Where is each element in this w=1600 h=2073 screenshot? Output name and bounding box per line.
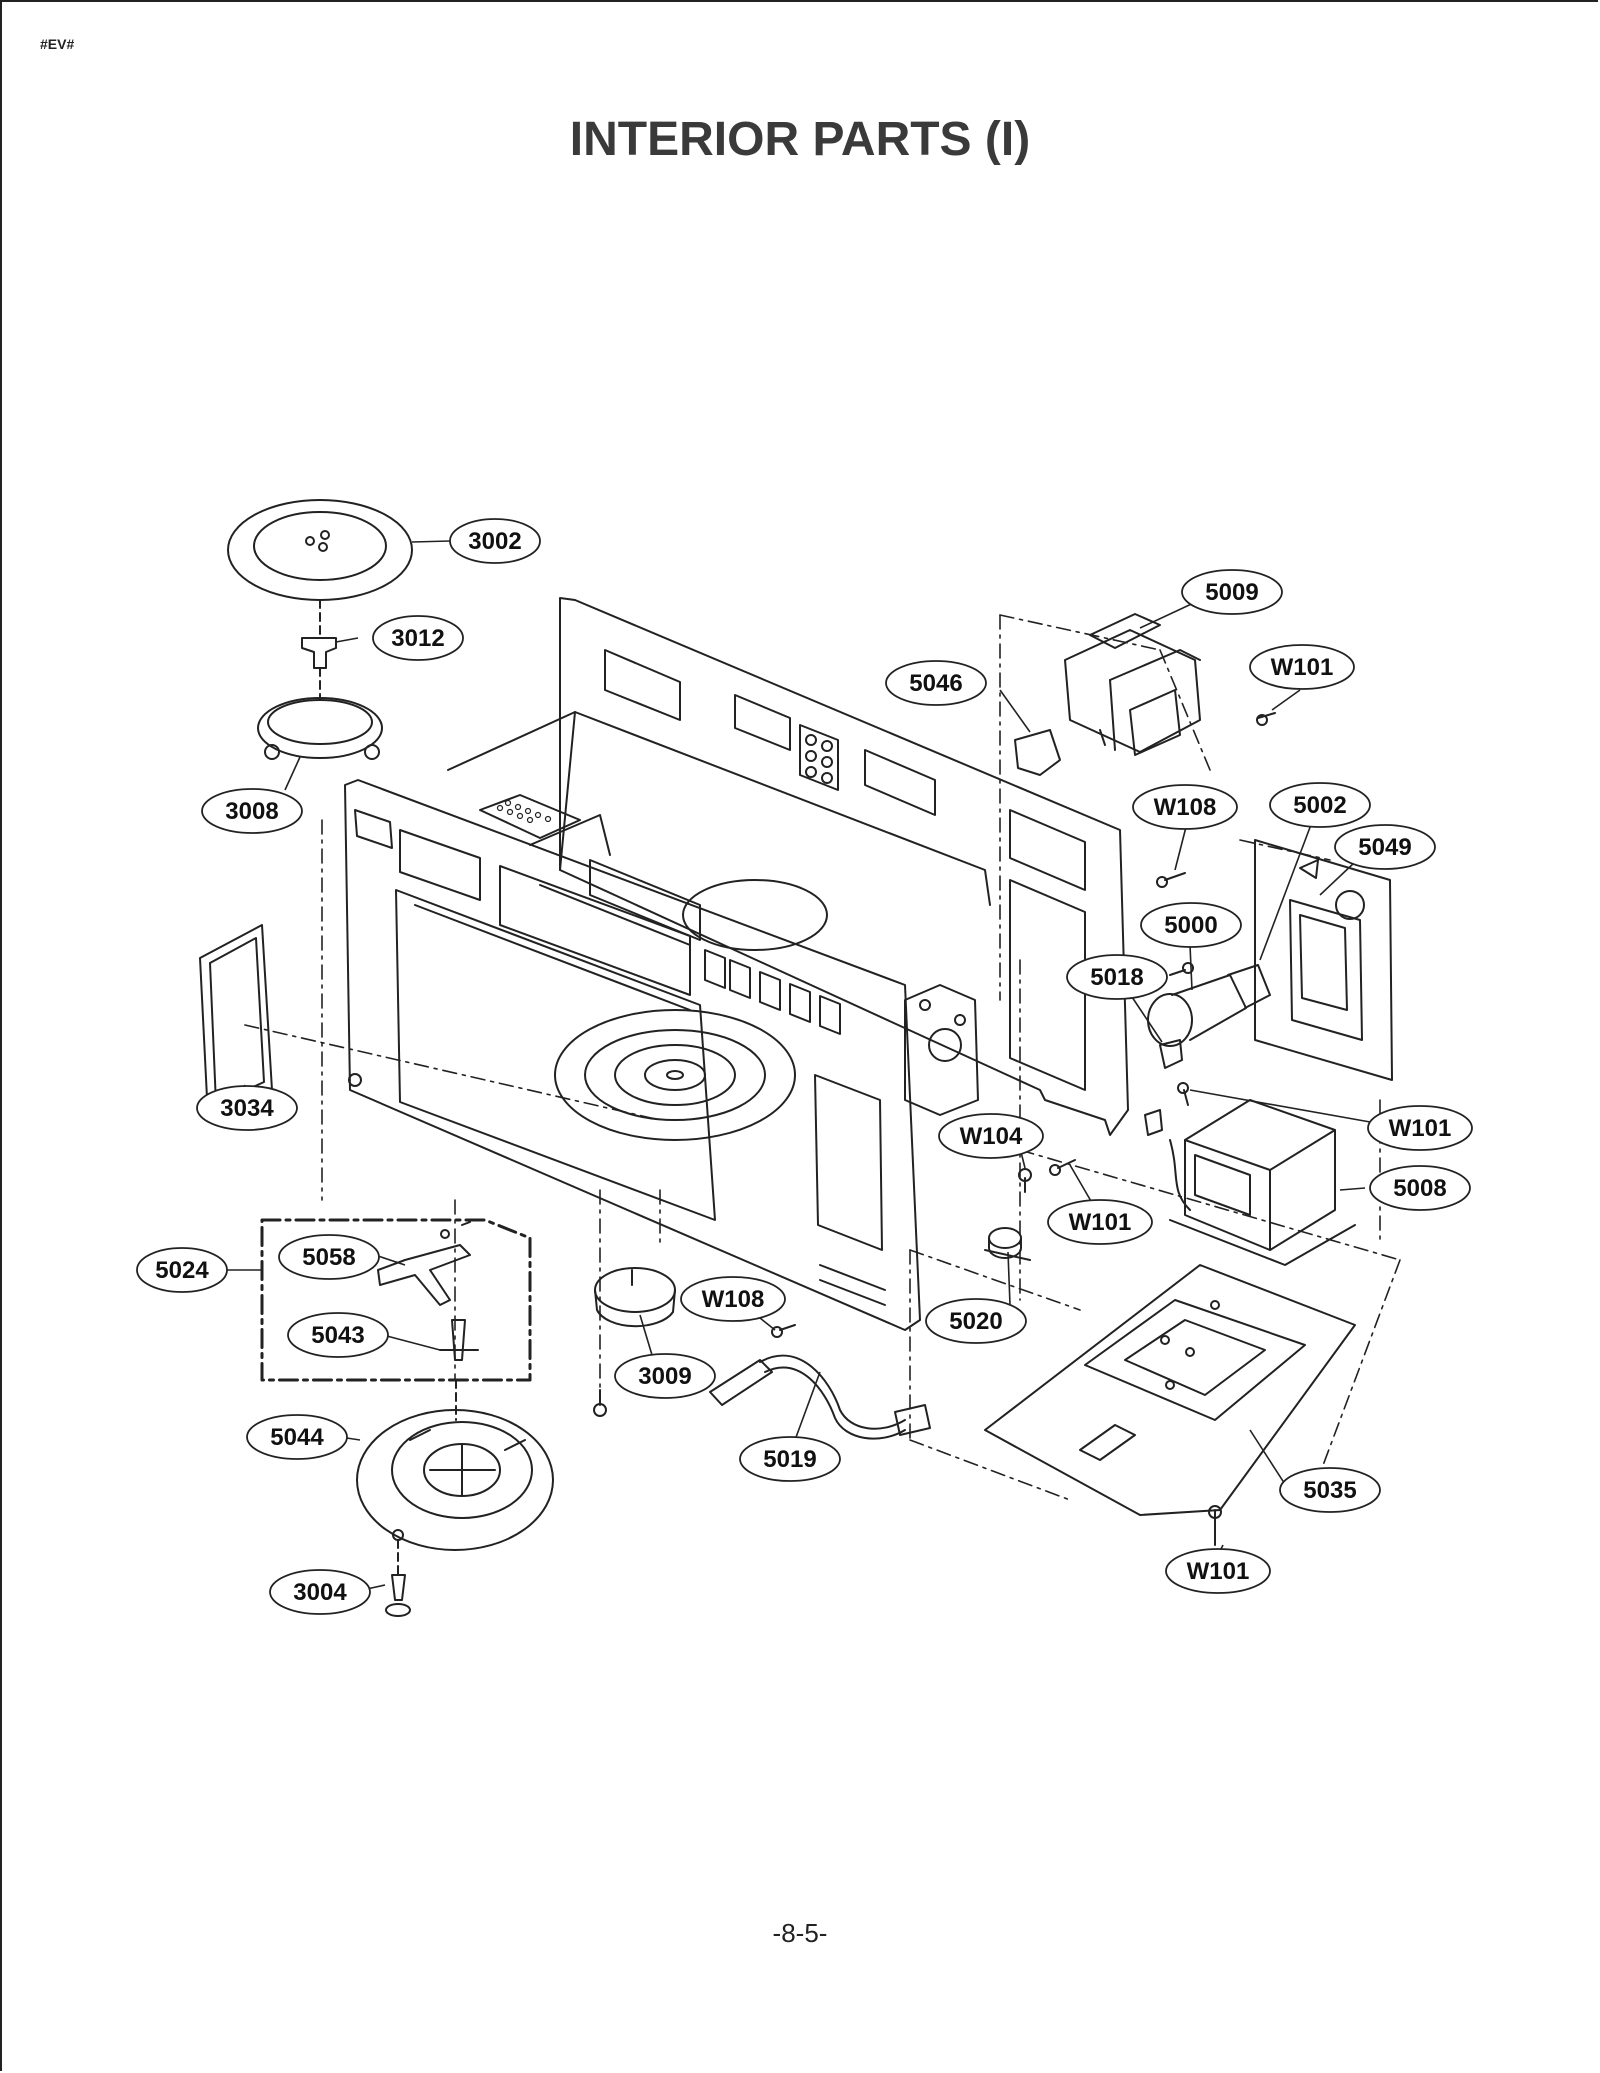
screw-w108-bottom xyxy=(771,1324,796,1338)
callout-label: 5058 xyxy=(302,1244,355,1271)
callout-label: W108 xyxy=(1154,794,1217,821)
callout-w108-bottom: W108 xyxy=(680,1276,786,1322)
component-bracket xyxy=(1254,839,1393,1081)
callout-5058: 5058 xyxy=(278,1234,380,1280)
callout-3012: 3012 xyxy=(372,615,464,661)
magnetron xyxy=(1064,613,1201,756)
base-plate xyxy=(984,1264,1356,1516)
stirrer-fan xyxy=(377,1221,471,1306)
callout-label: 3002 xyxy=(468,528,521,555)
callout-label: 5049 xyxy=(1358,834,1411,861)
assembly-guide-lines xyxy=(244,614,1401,1501)
callout-5019: 5019 xyxy=(739,1436,841,1482)
callout-5020: 5020 xyxy=(925,1298,1027,1344)
callout-label: W101 xyxy=(1389,1115,1452,1142)
callout-5009: 5009 xyxy=(1181,569,1283,615)
callout-w101-mid: W101 xyxy=(1047,1199,1153,1245)
thermostat-5046 xyxy=(1014,729,1061,776)
callout-3008: 3008 xyxy=(201,788,303,834)
screw-w108-top xyxy=(1156,872,1186,888)
stirrer-cover xyxy=(356,1409,554,1551)
screw-5018 xyxy=(1169,962,1194,976)
callout-label: 5044 xyxy=(270,1424,324,1451)
callout-5002: 5002 xyxy=(1269,782,1371,828)
cavity-back-panel xyxy=(559,597,1129,1136)
callout-w108-top: W108 xyxy=(1132,784,1238,830)
callout-w101-bottom: W101 xyxy=(1165,1548,1271,1594)
callout-label: 5020 xyxy=(949,1308,1002,1335)
hv-transformer xyxy=(1144,1099,1356,1266)
cavity-floor-turntable xyxy=(554,1009,796,1141)
callout-label: W104 xyxy=(960,1123,1023,1150)
callout-5008: 5008 xyxy=(1369,1165,1471,1211)
stirrer-pin xyxy=(385,1574,411,1617)
glass-tray xyxy=(227,499,413,601)
hv-diode xyxy=(1159,1039,1183,1069)
screw-w101-mid xyxy=(1049,1159,1076,1176)
screw-w101-top xyxy=(1256,712,1276,726)
callout-5024: 5024 xyxy=(136,1247,228,1293)
callout-label: 5019 xyxy=(763,1446,816,1473)
callout-label: 3008 xyxy=(225,798,278,825)
callout-3002: 3002 xyxy=(449,518,541,564)
callout-3004: 3004 xyxy=(269,1569,371,1615)
callout-label: 5024 xyxy=(155,1257,209,1284)
callout-label: 3004 xyxy=(293,1579,347,1606)
callout-5035: 5035 xyxy=(1279,1467,1381,1513)
callout-label: W108 xyxy=(702,1286,765,1313)
page-number: -8-5- xyxy=(772,1918,828,1948)
callout-label: 5018 xyxy=(1090,964,1143,991)
wire-harness xyxy=(709,1354,931,1440)
roller-ring xyxy=(257,697,383,760)
callout-label: 5002 xyxy=(1293,792,1346,819)
callout-label: W101 xyxy=(1271,654,1334,681)
callout-5043: 5043 xyxy=(287,1312,389,1358)
callout-label: 5046 xyxy=(909,670,962,697)
callout-label: 5009 xyxy=(1205,579,1258,606)
callout-w101-right: W101 xyxy=(1367,1105,1473,1151)
callout-5044: 5044 xyxy=(246,1414,348,1460)
callout-label: 5000 xyxy=(1164,912,1217,939)
screw-w104 xyxy=(1018,1168,1032,1193)
callout-5018: 5018 xyxy=(1066,954,1168,1000)
tray-coupler xyxy=(301,637,337,669)
callout-5046: 5046 xyxy=(885,660,987,706)
callout-label: W101 xyxy=(1069,1209,1132,1236)
callout-3034: 3034 xyxy=(196,1085,298,1131)
callout-label: 3009 xyxy=(638,1363,691,1390)
screw-motor xyxy=(593,1389,607,1417)
oven-cavity xyxy=(447,711,991,951)
screw-w101-bottom xyxy=(1208,1505,1222,1546)
callout-5049: 5049 xyxy=(1334,824,1436,870)
stirrer-assembly-box xyxy=(260,1218,532,1382)
cavity-front-frame xyxy=(344,779,921,1331)
stirrer-shaft xyxy=(439,1319,479,1361)
callout-w101-top: W101 xyxy=(1249,644,1355,690)
callout-label: 3012 xyxy=(391,625,444,652)
turntable-motor xyxy=(594,1267,676,1328)
document-code: #EV# xyxy=(40,36,75,52)
callout-label: 5035 xyxy=(1303,1477,1356,1504)
callout-label: 5043 xyxy=(311,1322,364,1349)
callout-label: W101 xyxy=(1187,1558,1250,1585)
screw-w101-right xyxy=(1177,1082,1189,1106)
page-title: INTERIOR PARTS (I) xyxy=(569,113,1031,166)
callout-label: 5008 xyxy=(1393,1175,1446,1202)
side-motor-housing xyxy=(904,984,979,1116)
callout-3009: 3009 xyxy=(614,1353,716,1399)
callout-label: 3034 xyxy=(220,1095,274,1122)
callout-w104: W104 xyxy=(938,1113,1044,1159)
callout-5000: 5000 xyxy=(1140,902,1242,948)
